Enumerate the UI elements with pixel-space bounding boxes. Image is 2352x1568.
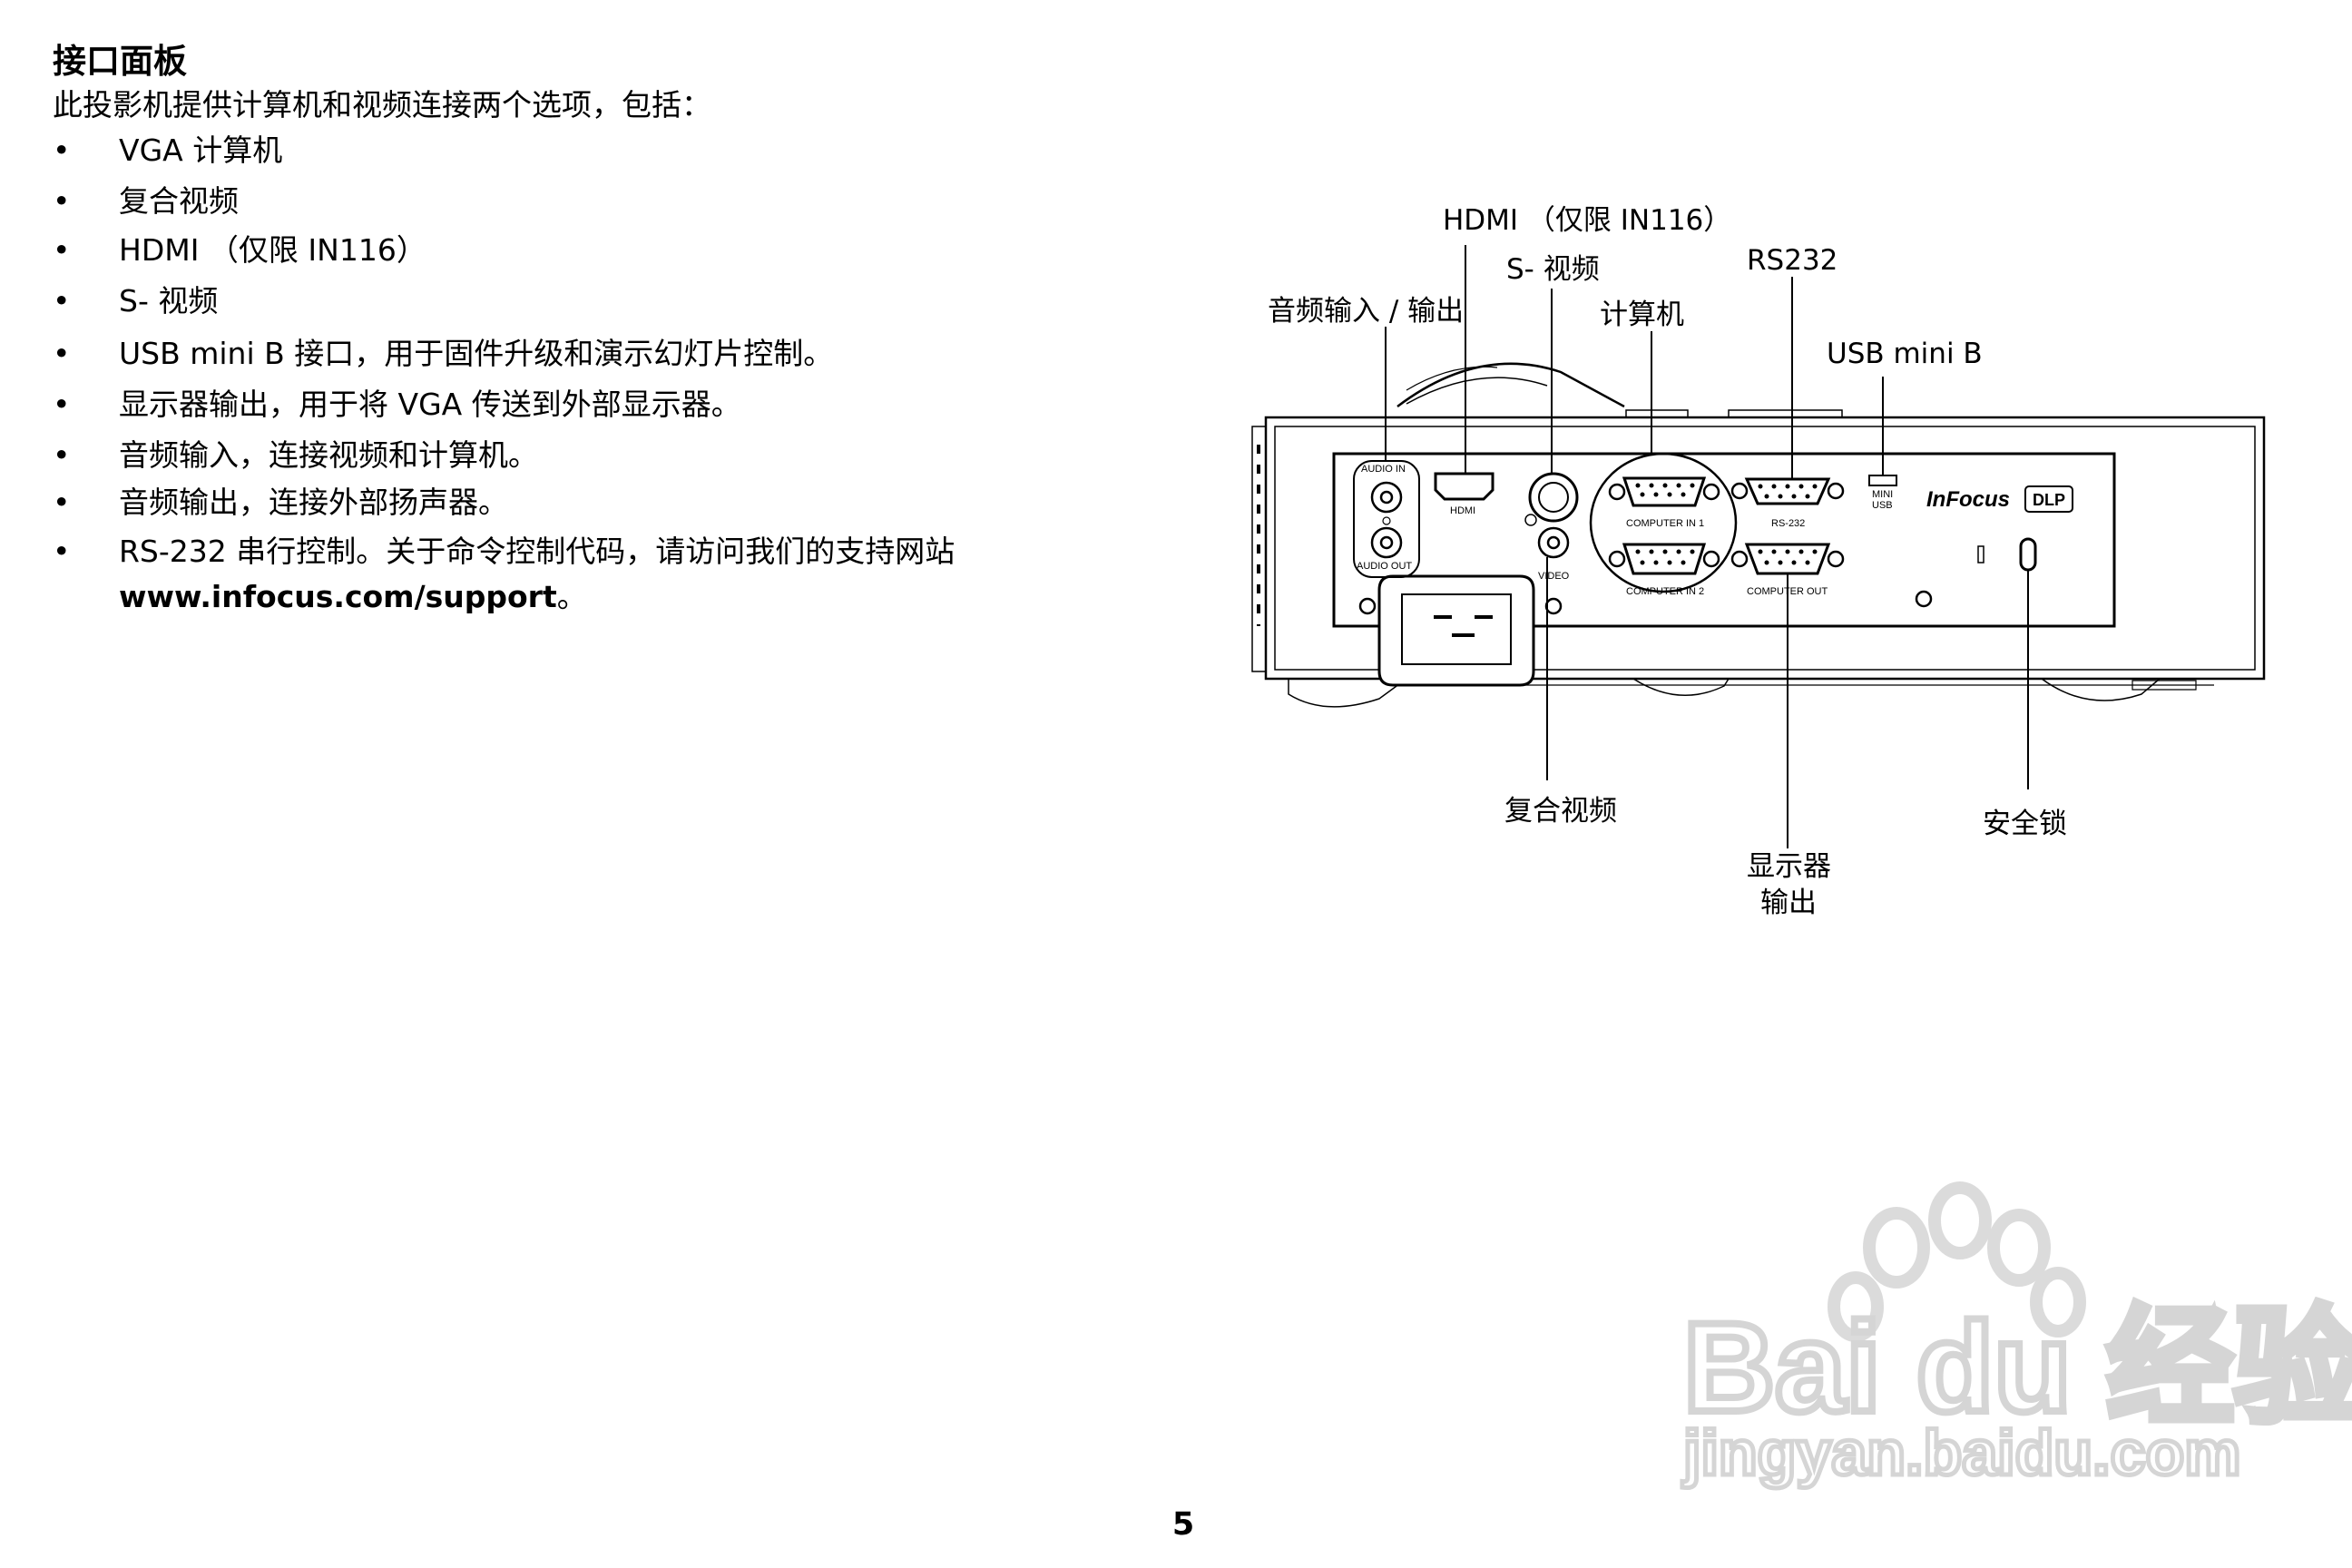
bullet: • bbox=[53, 437, 71, 473]
bullet: • bbox=[53, 232, 71, 268]
support-link[interactable]: www.infocus.com/support bbox=[119, 579, 557, 614]
paw-logo bbox=[1828, 1181, 2086, 1342]
list-item-text: USB mini B 接口，用于固件升级和演示幻灯片控制。 bbox=[119, 336, 834, 371]
callout-composite-video: 复合视频 bbox=[1504, 795, 1617, 828]
port-label-audio-out: AUDIO OUT bbox=[1357, 561, 1412, 572]
callout-s-video: S- 视频 bbox=[1506, 253, 1600, 286]
list-item-text: S- 视频 bbox=[119, 283, 219, 318]
infocus-logo: InFocus bbox=[1926, 487, 2010, 512]
list-item-text: HDMI （仅限 IN116） bbox=[119, 232, 426, 268]
section-heading: 接口面板 bbox=[53, 42, 187, 81]
list-item: • RS-232 串行控制。关于命令控制代码，请访问我们的支持网站 www.in… bbox=[53, 528, 1142, 628]
dlp-logo-text: DLP bbox=[2033, 491, 2065, 509]
port-label-video: VIDEO bbox=[1538, 571, 1570, 582]
port-label-hdmi: HDMI bbox=[1450, 505, 1475, 516]
list-item-text: VGA 计算机 bbox=[119, 132, 283, 168]
port-label-computer-in-1: COMPUTER IN 1 bbox=[1626, 518, 1704, 529]
bullet: • bbox=[53, 283, 71, 318]
list-item-text: 复合视频 bbox=[119, 183, 239, 219]
callout-leaders bbox=[1385, 245, 2029, 848]
bullet: • bbox=[53, 485, 71, 520]
page-number: 5 bbox=[1171, 1506, 1195, 1543]
watermark-brand: Bai du 经验 bbox=[1683, 1296, 2352, 1438]
callout-security-lock: 安全锁 bbox=[1983, 808, 2067, 840]
bullet: • bbox=[53, 336, 71, 371]
bullet: • bbox=[53, 183, 71, 219]
callout-monitor-out-line2: 输出 bbox=[1760, 887, 1817, 919]
projector-rear-view bbox=[1251, 362, 2266, 708]
baidu-watermark: Bai du 经验 jingyan.baidu.com bbox=[1680, 1181, 2352, 1491]
intro-text: 此投影机提供计算机和视频连接两个选项，包括： bbox=[53, 87, 711, 122]
port-label-rs232: RS-232 bbox=[1771, 518, 1805, 529]
callout-monitor-out-line1: 显示器 bbox=[1747, 850, 1831, 883]
list-item-text: 显示器输出，用于将 VGA 传送到外部显示器。 bbox=[119, 387, 741, 422]
bullet: • bbox=[53, 534, 71, 569]
port-label-usb: USB bbox=[1872, 500, 1893, 511]
bullet: • bbox=[53, 387, 71, 422]
dlp-logo: DLP bbox=[2024, 485, 2073, 513]
callout-rs232: RS232 bbox=[1747, 244, 1838, 277]
list-item-text: 音频输入，连接视频和计算机。 bbox=[119, 437, 538, 473]
port-label-mini: MINI bbox=[1872, 489, 1893, 500]
callout-usb-mini-b: USB mini B bbox=[1827, 338, 1983, 370]
support-link-line: www.infocus.com/support。 bbox=[119, 573, 587, 621]
port-label-audio-in: AUDIO IN bbox=[1361, 464, 1406, 475]
list-item-text: RS-232 串行控制。关于命令控制代码，请访问我们的支持网站 bbox=[119, 534, 956, 569]
callout-computer: 计算机 bbox=[1600, 299, 1684, 331]
watermark-url: jingyan.baidu.com bbox=[1681, 1417, 2241, 1488]
link-suffix: 。 bbox=[556, 579, 587, 614]
callout-audio-in-out: 音频输入 / 输出 bbox=[1268, 295, 1464, 328]
list-item-text: 音频输出，连接外部扬声器。 bbox=[119, 485, 508, 520]
callout-hdmi: HDMI （仅限 IN116） bbox=[1443, 204, 1731, 237]
connector-pins bbox=[1635, 483, 1818, 565]
bullet: • bbox=[53, 132, 71, 168]
port-label-computer-in-2: COMPUTER IN 2 bbox=[1626, 586, 1704, 597]
